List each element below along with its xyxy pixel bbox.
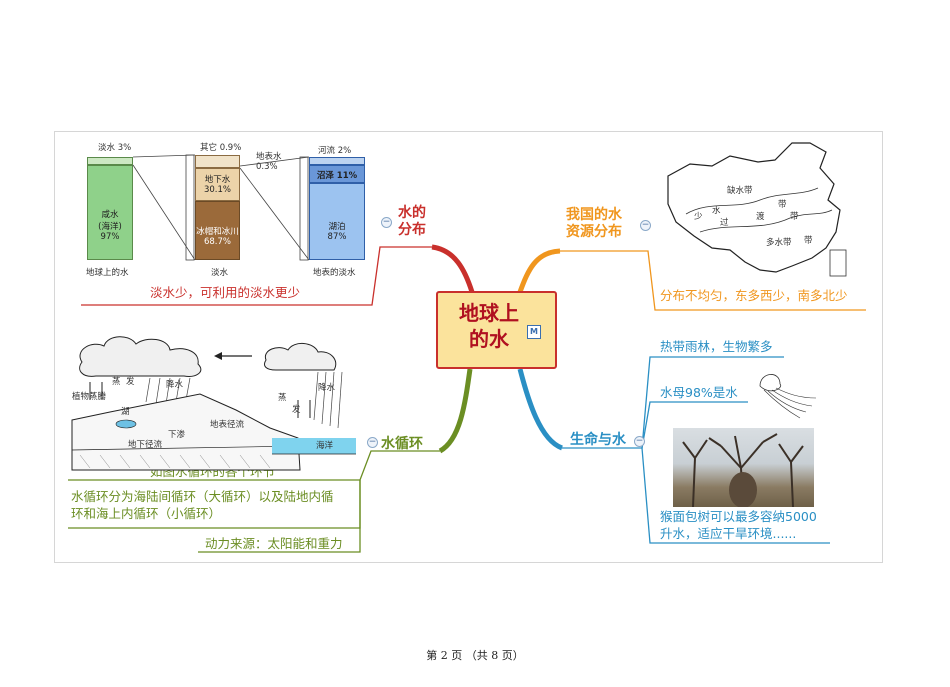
cycle-note-4: 动力来源：太阳能和重力	[205, 536, 343, 551]
bar2-bottom-label: 淡水	[211, 268, 229, 278]
branch-water-distribution[interactable]: 水的 分布	[398, 205, 426, 238]
central-topic-title: 地球上 的水	[459, 301, 519, 351]
central-topic[interactable]: 地球上 的水 M	[436, 291, 557, 369]
bar1-freshwater-segment	[87, 157, 133, 165]
bar2-top-label: 其它 0.9%	[200, 143, 242, 153]
collapse-icon[interactable]: −	[640, 220, 651, 231]
distribution-note: 淡水少，可利用的淡水更少	[150, 285, 301, 300]
bar1-label: 咸水 (海洋) 97%	[98, 210, 122, 242]
branch-life-water[interactable]: 生命与水	[570, 432, 626, 448]
life-note-2: 水母98%是水	[660, 385, 738, 400]
branch-china-water[interactable]: 我国的水 资源分布	[566, 207, 622, 240]
life-note-4: 升水，适应干旱环境......	[660, 526, 797, 541]
china-note: 分布不均匀，东多西少，南多北少	[660, 288, 848, 303]
bar2-side-label: 地表水 0.3%	[256, 152, 282, 172]
bar1-bottom-label: 地球上的水	[86, 268, 129, 278]
collapse-icon[interactable]: −	[367, 437, 378, 448]
cycle-note-3: 环和海上内循环（小循环）	[71, 506, 222, 521]
bar2-icecap-segment: 冰帽和冰川 68.7%	[195, 201, 240, 260]
collapse-icon[interactable]: −	[634, 436, 645, 447]
map-marker-icon[interactable]: M	[527, 325, 541, 339]
bar3-top-label: 河流 2%	[318, 146, 352, 156]
bar3-lake-segment: 湖泊 87%	[309, 183, 365, 260]
bar3-swamp-segment: 沼泽 11%	[309, 165, 365, 183]
bar3-bottom-label: 地表的淡水	[313, 268, 356, 278]
branch-water-cycle[interactable]: 水循环	[381, 436, 423, 452]
life-note-1: 热带雨林，生物繁多	[660, 339, 773, 354]
baobab-tree-image	[673, 428, 814, 507]
cycle-note-2: 水循环分为海陆间循环（大循环）以及陆地内循	[71, 489, 334, 504]
page-footer: 第 2 页 （共 8 页）	[426, 649, 524, 662]
bar1-saltwater-segment: 咸水 (海洋) 97%	[87, 165, 133, 260]
bar1-top-label: 淡水 3%	[98, 143, 132, 153]
bar2-groundwater-segment: 地下水 30.1%	[195, 168, 240, 201]
bar3-river-segment	[309, 157, 365, 165]
bar2-other-segment	[195, 155, 240, 168]
life-note-3: 猴面包树可以最多容纳5000	[660, 509, 817, 524]
collapse-icon[interactable]: −	[381, 217, 392, 228]
